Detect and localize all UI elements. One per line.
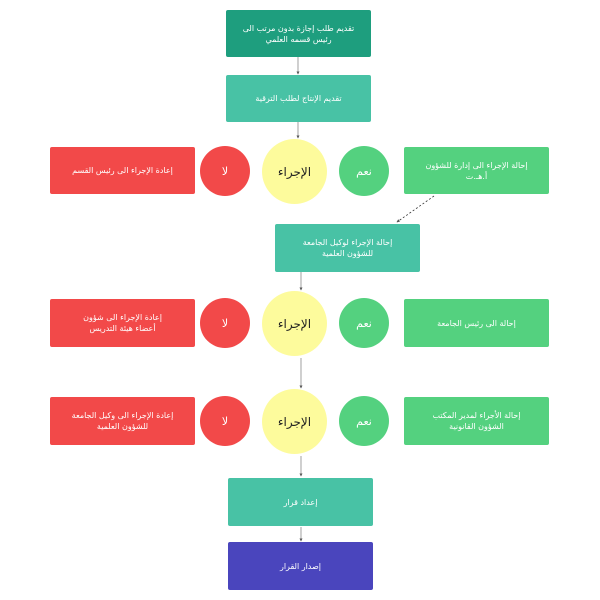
no-node-2: لا — [200, 298, 250, 348]
node-submit-production: تقديم الإنتاج لطلب الترقية — [226, 75, 371, 122]
node-issue-decision: إصدار القرار — [228, 542, 373, 590]
yes-node-3: نعم — [339, 396, 389, 446]
connector-affairs-to-vice-rector — [396, 195, 435, 223]
yes-node-1: نعم — [339, 146, 389, 196]
decision-node-1: الإجراء — [262, 139, 327, 204]
node-return-vice-rector: إعادة الإجراء الى وكيل الجامعة للشؤون ال… — [50, 397, 195, 445]
node-prepare-decision: إعداد قرار — [228, 478, 373, 526]
node-refer-to-rector: إحالة الى رئيس الجامعة — [404, 299, 549, 347]
no-node-1: لا — [200, 146, 250, 196]
node-return-to-head: إعادة الإجراء الى رئيس القسم — [50, 147, 195, 194]
node-refer-to-affairs: إحالة الإجراء الى إدارة للشؤون أ.هـ.ت — [404, 147, 549, 194]
node-refer-vice-rector: إحالة الإجراء لوكيل الجامعة للشؤون العلم… — [275, 224, 420, 272]
no-node-3: لا — [200, 396, 250, 446]
node-submit-request: تقديم طلب إجازة بدون مرتب الى رئيس قسمه … — [226, 10, 371, 57]
decision-node-2: الإجراء — [262, 291, 327, 356]
decision-node-3: الإجراء — [262, 389, 327, 454]
yes-node-2: نعم — [339, 298, 389, 348]
node-return-faculty-affairs: إعادة الإجراء الى شؤون أعضاء هيئة التدري… — [50, 299, 195, 347]
node-refer-to-legal: إحالة الأجراء لمدير المكتب الشؤون القانو… — [404, 397, 549, 445]
